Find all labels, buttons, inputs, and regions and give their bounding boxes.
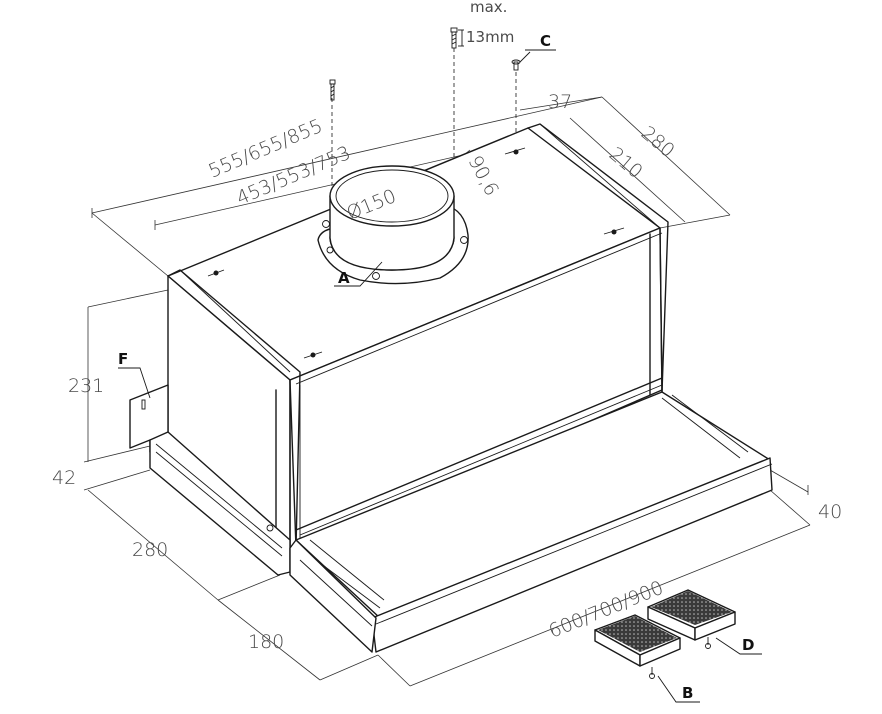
sliding-tray (289, 391, 773, 653)
dim-offset-37: 37 (548, 91, 572, 113)
dim-screw-length: 13mm (466, 28, 514, 46)
dim-panel-thickness: 40 (818, 501, 842, 523)
screw-middle-icon (450, 27, 458, 49)
label-a: A (338, 269, 350, 287)
screw-left-icon (329, 79, 336, 101)
filter-b (594, 614, 681, 679)
duct-collar (317, 165, 469, 285)
dim-depth-top: 280 (637, 122, 679, 162)
dim-height-base: 42 (52, 467, 76, 489)
label-d: D (742, 636, 754, 654)
dim-height: 231 (68, 375, 104, 397)
dim-depth-inner: 210 (605, 143, 647, 183)
dim-depth-front: 180 (248, 631, 284, 653)
label-b: B (682, 684, 693, 702)
dim-screw-max: max. (470, 0, 507, 16)
filter-d (647, 589, 736, 649)
dimension-lines-top (83, 96, 811, 687)
label-f: F (118, 350, 128, 368)
dim-depth-side: 280 (132, 539, 168, 561)
leader-lines (118, 49, 762, 703)
label-c: C (540, 32, 551, 50)
screw-c-icon (511, 59, 521, 71)
mounting-marks (207, 147, 625, 359)
